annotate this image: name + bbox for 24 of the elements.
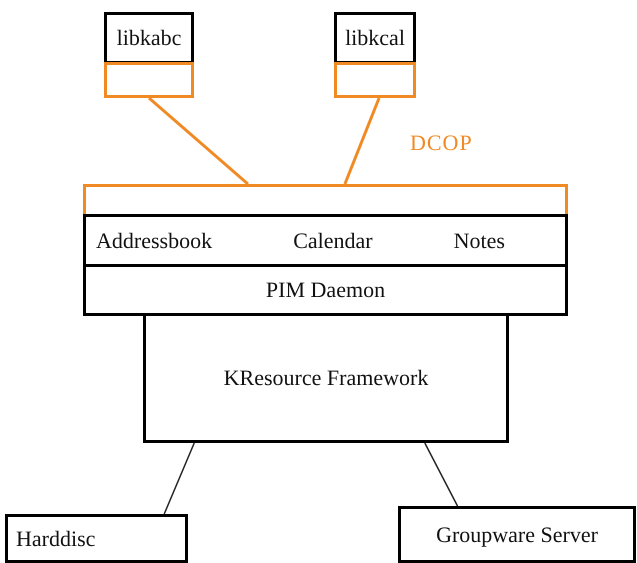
- component-box: [104, 12, 194, 64]
- box-label: Addressbook: [96, 228, 212, 254]
- box-label: Notes: [454, 228, 505, 254]
- box-label: libkabc: [116, 25, 182, 51]
- component-box: [5, 514, 188, 563]
- box-label: KResource Framework: [224, 365, 428, 391]
- box-label: Calendar: [293, 228, 373, 254]
- box-label: Groupware Server: [436, 522, 598, 548]
- box-label: PIM Daemon: [266, 277, 386, 303]
- connector-line: [344, 97, 380, 185]
- component-box: [83, 264, 568, 316]
- connector-line: [424, 442, 458, 506]
- component-box: [83, 214, 568, 267]
- connector-line: [164, 442, 195, 514]
- protocol-label: DCOP: [410, 130, 473, 156]
- component-box: [334, 12, 416, 64]
- interface-bar: [334, 62, 416, 98]
- connector-line: [148, 96, 249, 186]
- box-label: Harddisc: [16, 526, 96, 552]
- box-label: libkcal: [345, 25, 405, 51]
- component-box: [398, 506, 636, 563]
- component-box: [143, 313, 509, 443]
- interface-bar: [83, 184, 568, 217]
- interface-bar: [104, 62, 194, 98]
